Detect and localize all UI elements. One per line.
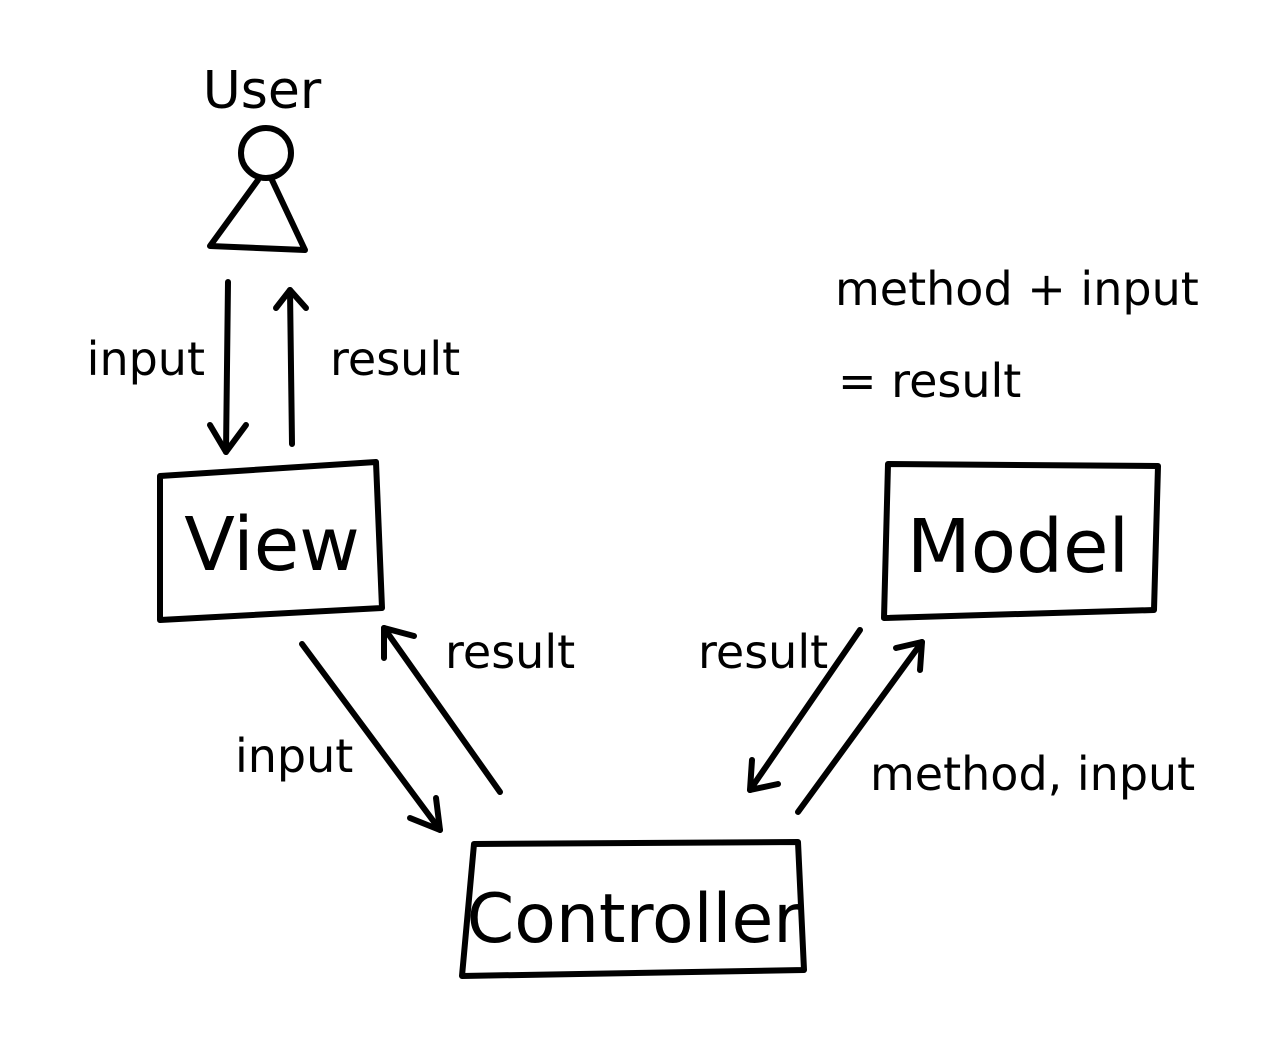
note-line1: method + input <box>835 262 1199 316</box>
view-label: View <box>184 502 360 588</box>
label-view-to-controller: input <box>235 729 353 783</box>
arrow-view-to-user <box>273 287 309 447</box>
controller-node: Controller <box>459 839 807 979</box>
arrow-view-to-controller <box>299 641 443 833</box>
label-model-to-controller: result <box>698 625 828 679</box>
arrow-controller-to-view <box>381 625 503 795</box>
arrow-user-to-view <box>207 279 249 455</box>
view-node: View <box>157 459 385 623</box>
user-figure: User <box>203 61 322 253</box>
label-view-to-user: result <box>330 332 460 386</box>
label-controller-to-view: result <box>445 625 575 679</box>
user-head-icon <box>238 125 294 181</box>
model-node: Model <box>881 461 1161 621</box>
model-label: Model <box>907 504 1129 590</box>
controller-box <box>459 839 807 979</box>
arrow-model-to-controller <box>747 627 863 793</box>
controller-label: Controller <box>467 880 802 959</box>
model-box <box>881 461 1161 621</box>
label-user-to-view: input <box>87 332 205 386</box>
user-body-icon <box>207 177 308 253</box>
view-box <box>157 459 385 623</box>
note-line2: = result <box>838 354 1021 408</box>
label-controller-to-model: method, input <box>870 747 1195 801</box>
user-label: User <box>203 61 322 121</box>
arrow-controller-to-model <box>795 639 925 815</box>
